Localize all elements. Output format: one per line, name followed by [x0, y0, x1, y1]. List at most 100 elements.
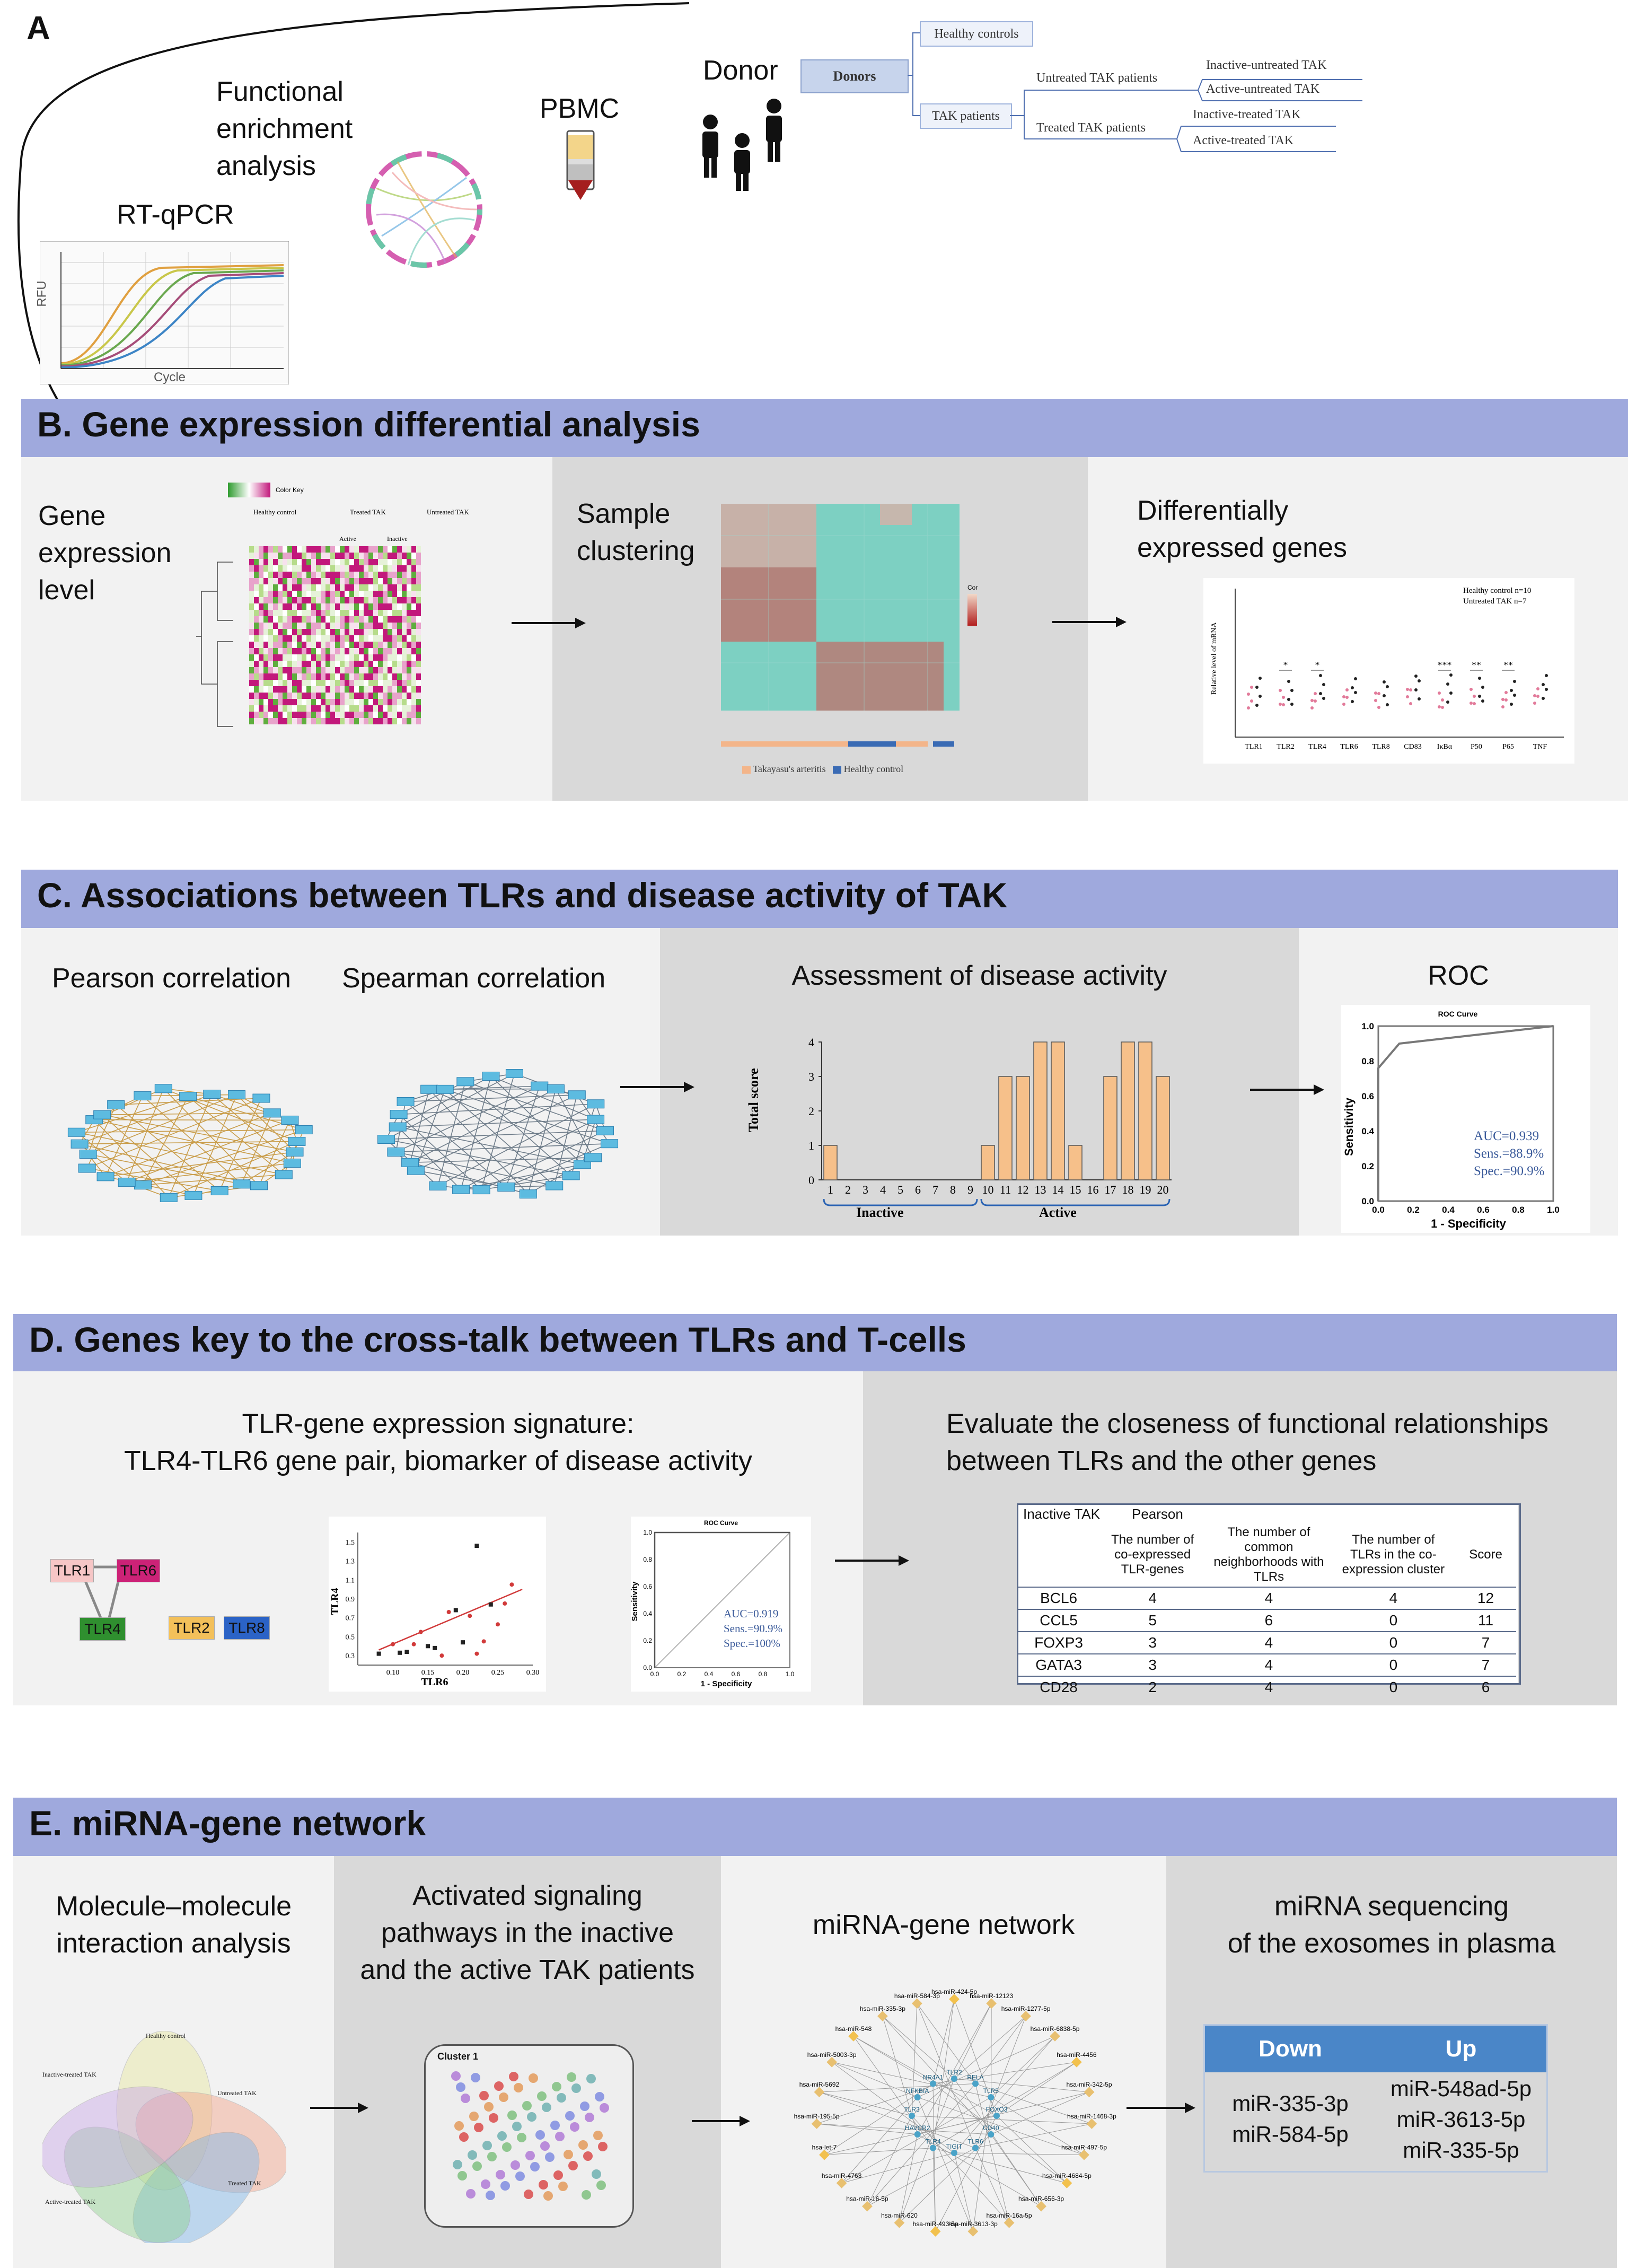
roc1-y-tick: 0.8 [1361, 1056, 1374, 1066]
network-edge [143, 1129, 304, 1186]
heatmap-cell [383, 673, 388, 680]
mirna-edge [917, 2003, 992, 2135]
heatmap-cell [407, 686, 411, 693]
network-edge [105, 1096, 143, 1177]
gene-node [914, 2131, 921, 2138]
heatmap-cell [402, 565, 407, 572]
bar-x-tick-label: 3 [863, 1183, 868, 1196]
heatmap-cell [306, 661, 311, 667]
heatmap-cell [411, 572, 416, 578]
heatmap-cell [263, 661, 268, 667]
heatmap-cell [249, 699, 254, 705]
mirna-label: hsa-miR-16-5p [846, 2195, 888, 2203]
heatmap-cell [364, 597, 368, 603]
cluster-node [499, 2092, 508, 2102]
heatmap-cell [306, 699, 311, 705]
heatmap-cell [263, 546, 268, 553]
dotplot-point [1501, 705, 1504, 708]
people-icon [702, 99, 782, 191]
mirna-edge [911, 2003, 918, 2116]
heatmap-cell [311, 603, 316, 610]
heatmap-cell [268, 680, 273, 686]
heatmap-cell [383, 693, 388, 699]
heatmap-cell [283, 680, 287, 686]
bar-group-active: Active [1039, 1205, 1077, 1220]
roc1-x-tick: 0.6 [1477, 1205, 1490, 1215]
heatmap-cell [268, 667, 273, 673]
heatmap-cell [364, 603, 368, 610]
heatmap-cell [259, 603, 263, 610]
heatmap-cell [359, 565, 364, 572]
heatmap-cell [392, 635, 397, 642]
heatmap-cell [297, 578, 302, 584]
cell: GATA3 [1018, 1653, 1099, 1676]
cluster-node [522, 2101, 532, 2111]
heatmap-cell [325, 591, 330, 597]
heatmap-cell [364, 591, 368, 597]
heatmap-cell [416, 705, 421, 712]
heatmap-cell [392, 572, 397, 578]
network-node [134, 1180, 152, 1190]
heatmap-cell [263, 686, 268, 693]
heatmap-cell [368, 648, 373, 654]
heatmap-cell [263, 673, 268, 680]
heatmap-cell [311, 553, 316, 559]
roc2-y-tick: 0.0 [643, 1664, 652, 1671]
network-edge [445, 1085, 540, 1090]
network-node [154, 1084, 172, 1093]
network-node [179, 1092, 197, 1101]
heatmap-cell [378, 712, 383, 718]
heatmap-cell [383, 667, 388, 673]
heatmap-cell [259, 667, 263, 673]
heatmap-cell [359, 654, 364, 661]
heatmap-cell [316, 629, 321, 635]
heatmap-cell [311, 597, 316, 603]
heatmap-cell [287, 642, 292, 648]
cluster-node [472, 2161, 482, 2171]
heatmap-cell [249, 591, 254, 597]
heatmap-cell [325, 661, 330, 667]
bar [1103, 1076, 1117, 1180]
pathways-line-3: and the active TAK patients [360, 1955, 695, 1985]
heatmap-cell [383, 629, 388, 635]
cell: BCL6 [1018, 1587, 1099, 1609]
dotplot-point [1310, 699, 1314, 702]
heatmap-cell [335, 559, 340, 565]
heatmap-cell [383, 623, 388, 629]
mirna-edge [954, 2152, 973, 2232]
heatmap-cell [283, 559, 287, 565]
heatmap-cell [263, 553, 268, 559]
dotplot-significance: ** [1503, 660, 1513, 670]
expression-heatmap: Color Key Healthy control Treated TAK Un… [196, 483, 470, 727]
bar-x-tick-label: 10 [982, 1183, 994, 1196]
mirna-edge [867, 2083, 976, 2206]
heatmap-cell [378, 565, 383, 572]
heatmap-cell [302, 667, 306, 673]
heatmap-cell [297, 591, 302, 597]
assessment-label: Assessment of disease activity [791, 960, 1167, 991]
heatmap-cell [368, 635, 373, 642]
heatmap-cell [392, 553, 397, 559]
heatmap-cell [311, 629, 316, 635]
heatmap-cell [402, 635, 407, 642]
heatmap-cell [378, 635, 383, 642]
heatmap-cell [330, 597, 335, 603]
network-node [562, 1171, 580, 1180]
mirna-edge [932, 2083, 1067, 2184]
roc1-y-tick: 0.6 [1361, 1091, 1374, 1101]
heatmap-cell [407, 648, 411, 654]
pbmc-label: PBMC [540, 93, 620, 124]
cluster-node [525, 2151, 535, 2160]
heatmap-cell [416, 616, 421, 623]
network-edge [143, 1174, 284, 1186]
network-node [118, 1177, 136, 1187]
heatmap-cell [335, 578, 340, 584]
heatmap-cell [335, 673, 340, 680]
heatmap-cell [416, 629, 421, 635]
cell: 4 [1099, 1587, 1207, 1609]
roc2-y-tick: 0.6 [643, 1583, 652, 1590]
cluster-node [515, 2171, 525, 2181]
heatmap-cell [388, 578, 392, 584]
cell: 0 [1331, 1609, 1456, 1632]
heatmap-cell [383, 578, 388, 584]
